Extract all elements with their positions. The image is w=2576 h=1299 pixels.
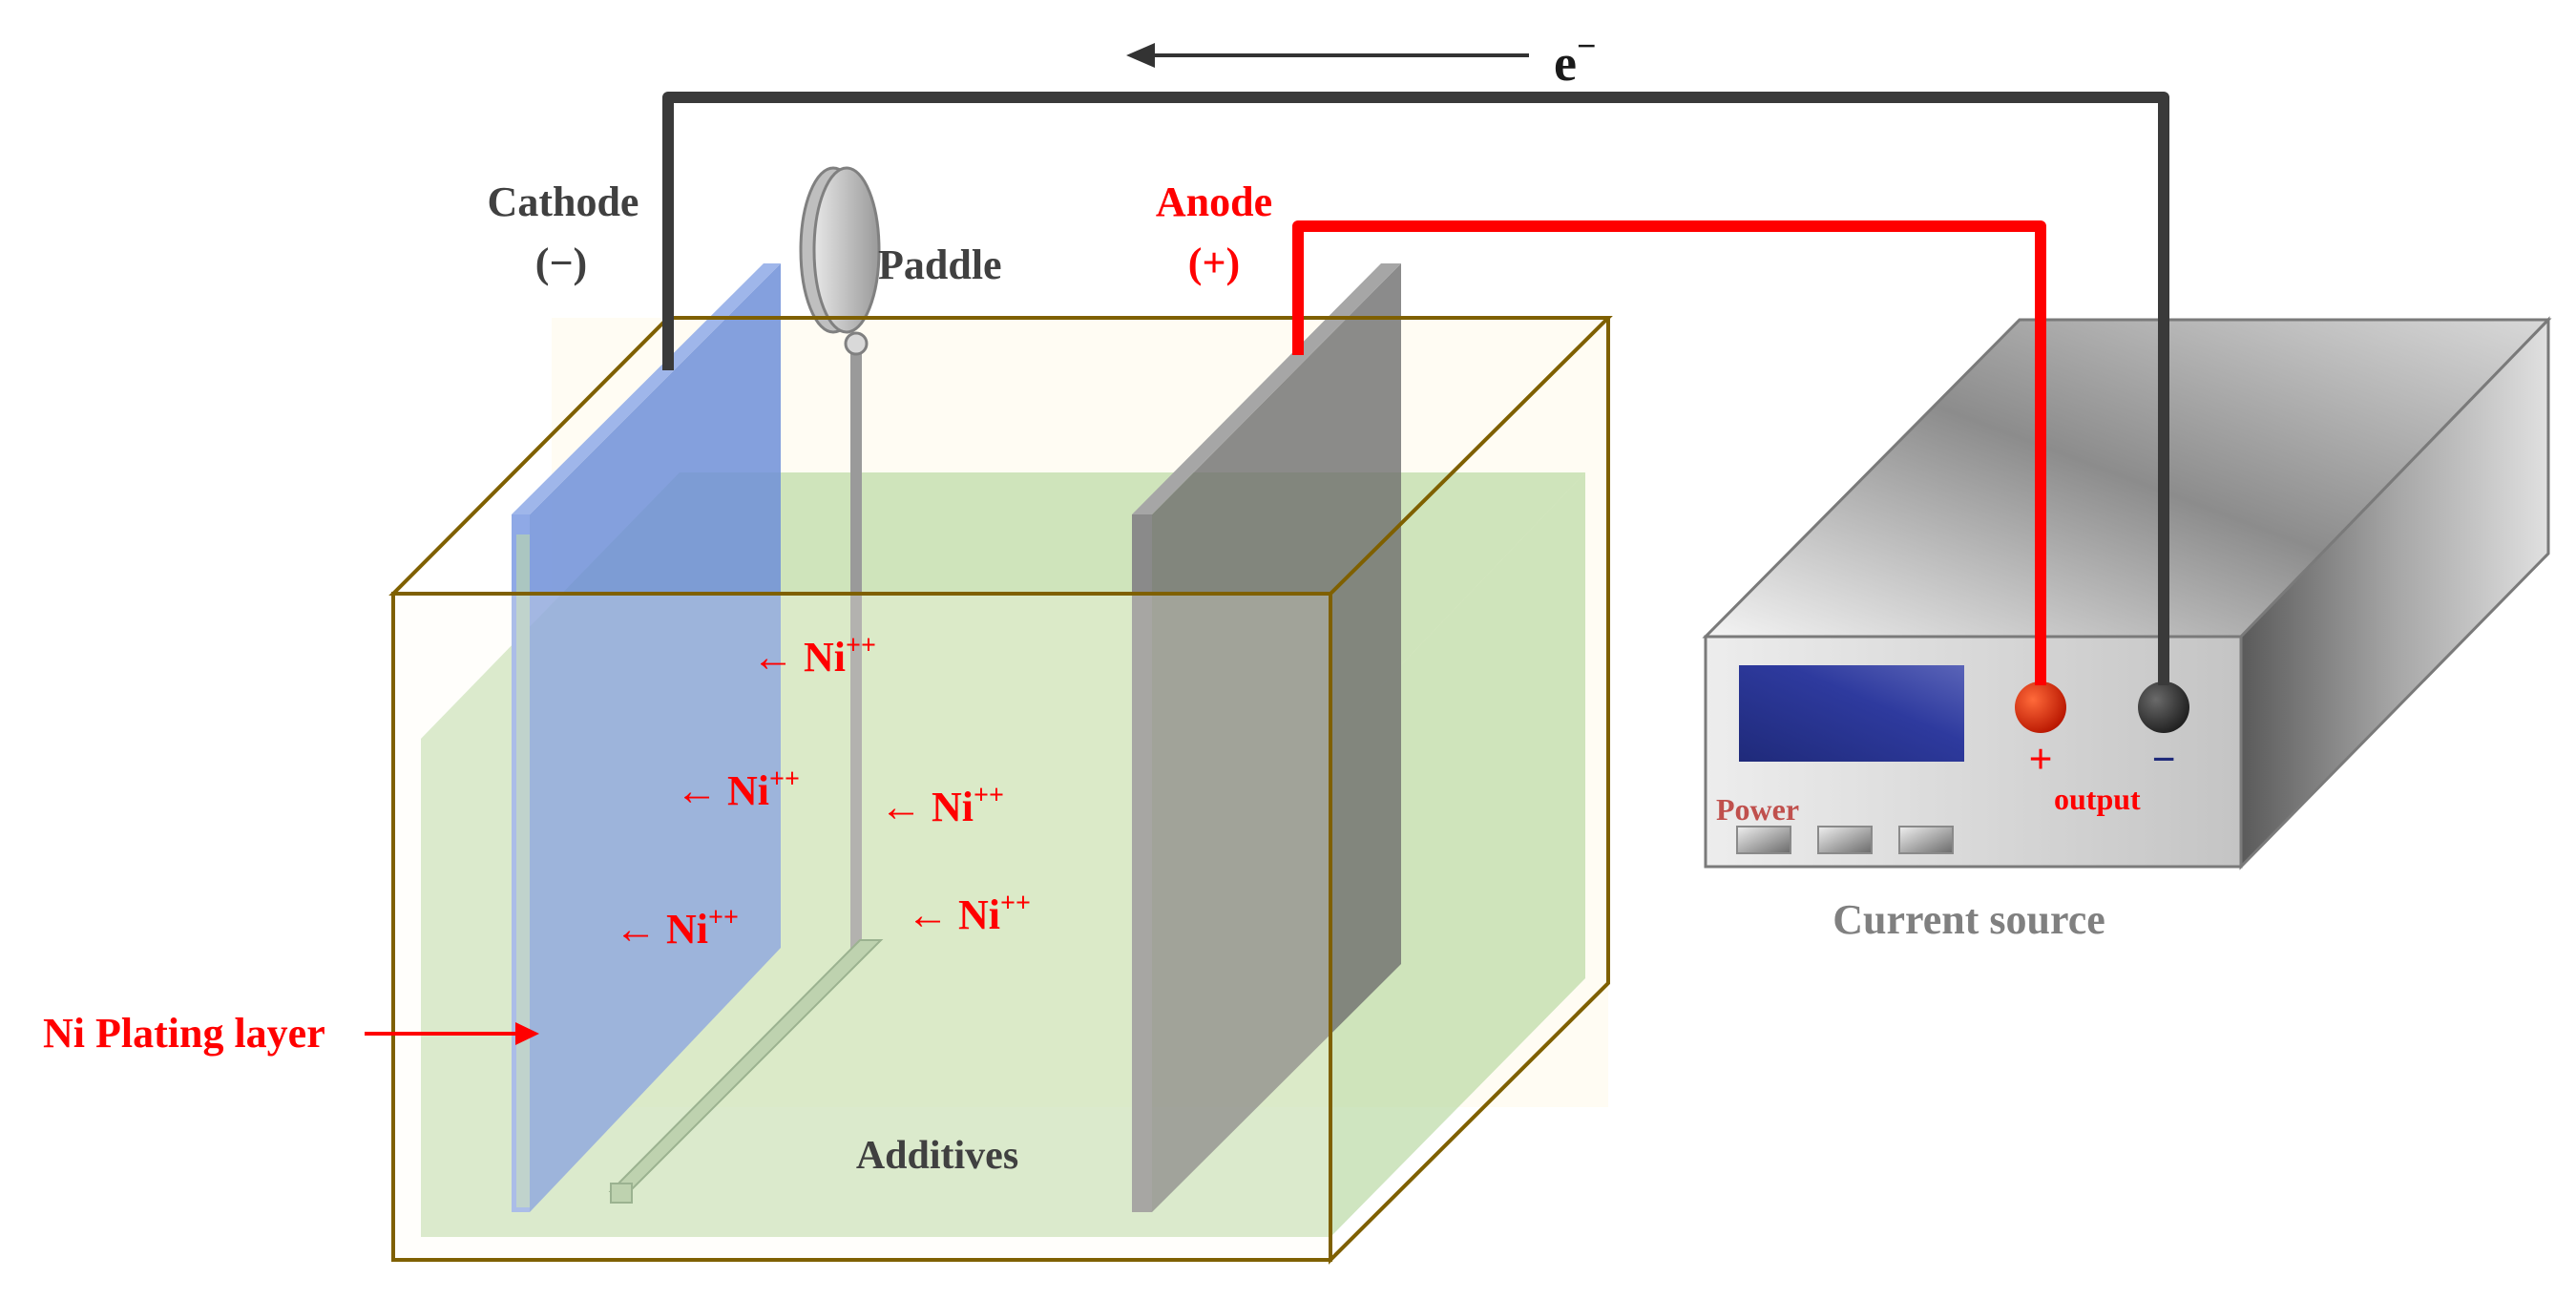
output-label: output: [2054, 782, 2141, 816]
ni-ion-label: ←Ni++: [907, 889, 1031, 938]
power-button-3[interactable]: [1898, 826, 1954, 854]
additives-label: Additives: [856, 1134, 1018, 1178]
cathode-edge: [512, 263, 781, 514]
positive-terminal[interactable]: [2015, 681, 2066, 733]
electrolyte-side: [1330, 472, 1585, 1237]
tank-front-wall: [391, 592, 1332, 1262]
current-source: [1702, 316, 2552, 870]
ni-ion-label: ←Ni++: [752, 631, 876, 681]
tank-outline: [388, 316, 1613, 1265]
negative-wire: [662, 92, 2169, 685]
ni-ion-label: ←Ni++: [676, 765, 800, 814]
current-source-label: Current source: [1833, 896, 2105, 943]
anode-label: Anode: [1156, 178, 1272, 225]
cathode-face: [530, 263, 781, 1212]
plating-pointer: [365, 1022, 539, 1045]
paddle-disc-front: [812, 166, 881, 334]
paddle-label: Paddle: [878, 241, 1002, 288]
cathode-sign: (−): [535, 240, 587, 286]
electron-label: e−: [1554, 27, 1596, 92]
ni-ion-label: ←Ni++: [880, 781, 1004, 830]
paddle: [608, 166, 884, 1204]
power-button-1[interactable]: [1736, 826, 1791, 854]
anode-plate: [1132, 263, 1401, 1212]
cathode-label: Cathode: [488, 178, 639, 225]
plus-sign: +: [2028, 736, 2052, 783]
ni-ion-label: ←Ni++: [615, 903, 739, 953]
positive-wire: [1292, 220, 2046, 685]
ni-plating-layer-label: Ni Plating layer: [43, 1010, 325, 1057]
display-screen: [1739, 665, 1964, 762]
power-button-2[interactable]: [1817, 826, 1873, 854]
paddle-bar-end: [610, 1183, 633, 1204]
negative-terminal[interactable]: [2138, 681, 2189, 733]
power-label: Power: [1716, 792, 1799, 827]
electron-flow-arrow: [1126, 43, 1529, 68]
electron-arrow-head: [1126, 43, 1155, 68]
anode-thickness: [1132, 514, 1152, 1212]
anode-face: [1152, 263, 1401, 1212]
paddle-hub: [844, 331, 869, 356]
plating-pointer-head: [515, 1022, 539, 1045]
anode-sign: (+): [1188, 240, 1240, 286]
paddle-rod: [850, 339, 862, 950]
minus-sign: −: [2151, 736, 2175, 783]
wires: [662, 92, 2169, 685]
anode-edge: [1132, 263, 1401, 514]
